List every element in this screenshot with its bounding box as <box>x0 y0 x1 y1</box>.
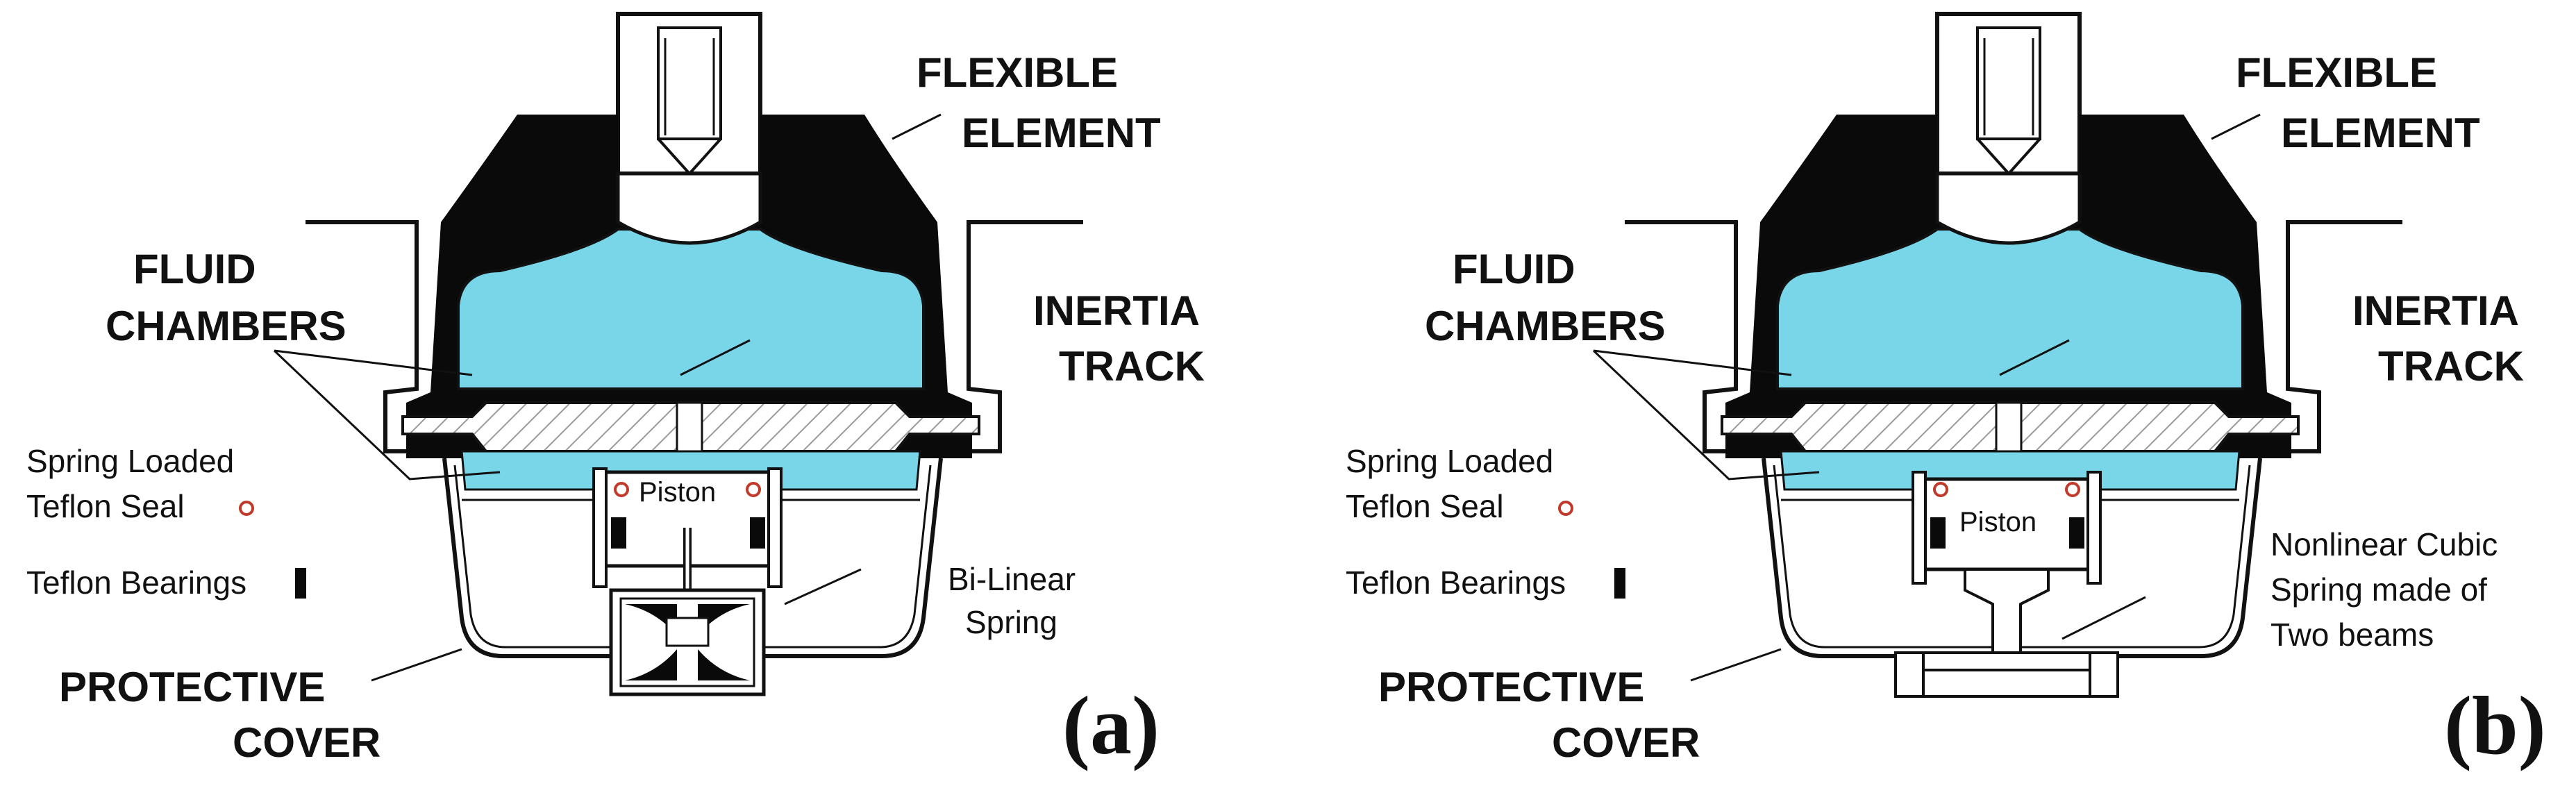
protective-cover-label: PROTECTIVE COVER <box>59 664 380 766</box>
panel-label: (a) <box>1062 679 1160 771</box>
upper-fluid-chamber <box>457 228 925 390</box>
bearings-label: Teflon Bearings <box>26 565 246 601</box>
fluid-chambers-label: FLUID CHAMBERS <box>1425 246 1666 349</box>
fluid-chambers-label: FLUID CHAMBERS <box>106 246 346 349</box>
upper-fluid-chamber <box>1776 228 2244 390</box>
panel-a: FLEXIBLE ELEMENT FLUID CHAMBERS INERTIA … <box>26 12 1210 771</box>
panel-b: FLEXIBLE ELEMENT FLUID CHAMBERS INERTIA … <box>1346 12 2546 771</box>
inertia-track-label: INERTIA TRACK <box>1033 287 1210 390</box>
inertia-track-plate <box>1721 401 2300 453</box>
seal-label: Spring Loaded Teflon Seal <box>26 443 243 524</box>
spring-label: Bi-Linear Spring <box>948 561 1085 640</box>
bearings-legend-icon <box>295 568 306 599</box>
flexible-element-label: FLEXIBLE ELEMENT <box>917 49 1161 156</box>
lower-fluid-chamber <box>1780 450 2241 491</box>
inertia-track-label: INERTIA TRACK <box>2352 287 2529 390</box>
seal-label: Spring Loaded Teflon Seal <box>1346 443 1562 524</box>
protective-cover-label: PROTECTIVE COVER <box>1378 664 1700 766</box>
threaded-stud <box>1935 12 2082 176</box>
bearings-label: Teflon Bearings <box>1346 565 1566 601</box>
leader-lines <box>273 113 942 682</box>
piston-label: Piston <box>1959 507 2036 537</box>
seal-legend-icon <box>1558 501 1573 516</box>
threaded-stud <box>616 12 762 176</box>
inertia-track-plate <box>401 401 980 453</box>
piston-assembly <box>1912 471 2102 658</box>
piston-assembly <box>592 467 783 597</box>
leader-lines <box>1592 113 2261 682</box>
spring-label: Nonlinear Cubic Spring made of Two beams <box>2270 526 2507 653</box>
flexible-element-label: FLEXIBLE ELEMENT <box>2236 49 2480 156</box>
cubic-spring-beams <box>1894 651 2119 698</box>
bearings-legend-icon <box>1614 568 1625 599</box>
piston-label: Piston <box>639 477 716 508</box>
bi-linear-spring <box>609 588 766 696</box>
panel-label: (b) <box>2444 679 2546 771</box>
seal-legend-icon <box>239 501 254 516</box>
